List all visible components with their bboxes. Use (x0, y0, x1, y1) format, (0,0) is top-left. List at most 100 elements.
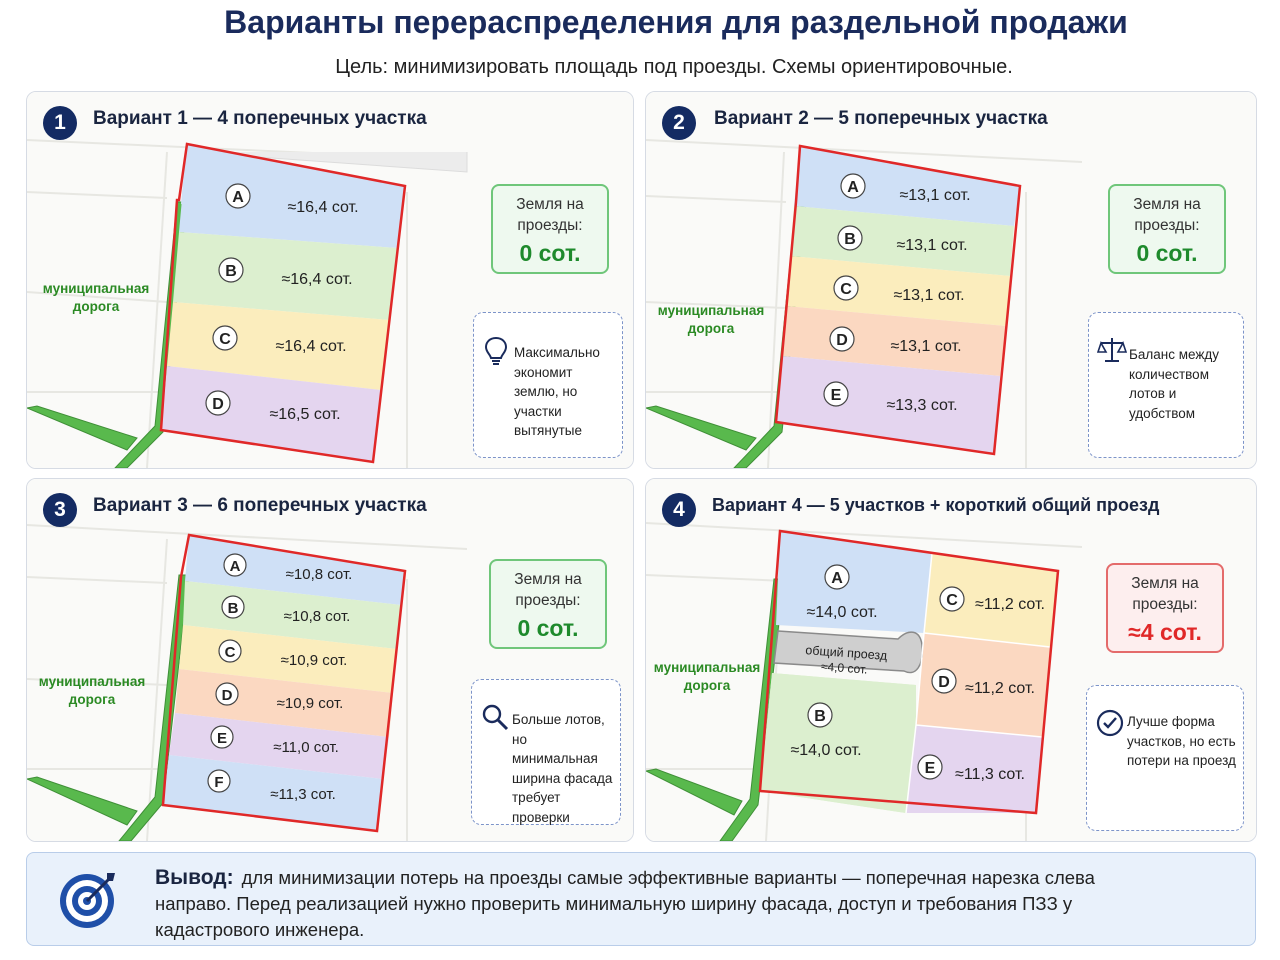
note-text: Лучше форма участков, но есть потери на … (1127, 714, 1236, 768)
page-title: Варианты перераспределения для раздельно… (224, 4, 1128, 40)
magnifier-icon (482, 704, 509, 731)
variant-title: Вариант 4 — 5 участков + короткий общий … (712, 495, 1160, 515)
note-text: Больше лотов, но минимальная ширина фаса… (512, 712, 613, 825)
plot-a-letter: A (831, 570, 843, 587)
plot-f-area: ≈11,3 сот. (270, 786, 336, 803)
plot-a-area: ≈14,0 сот. (806, 604, 877, 621)
plot-c-area: ≈13,1 сот. (893, 287, 964, 304)
road-land-box: Земля на проезды: 0 сот. (1108, 184, 1226, 274)
plot-d-label: D ≈13,1 сот. (829, 326, 962, 355)
plot-e-area: ≈11,3 сот. (955, 766, 1025, 783)
road-land-label: Земля на проезды: (1133, 196, 1201, 234)
plot-c-letter: C (840, 281, 852, 298)
plot-a (794, 146, 1020, 226)
site-boundary (758, 529, 1060, 815)
plot-f-letter: F (214, 774, 223, 791)
plot-b-label: B ≈16,4 сот. (218, 257, 353, 288)
plot-e-area: ≈13,3 сот. (886, 397, 957, 414)
site-boundary (774, 144, 1022, 456)
plot-a-label: A ≈14,0 сот. (806, 564, 878, 621)
plot-b-area: ≈16,4 сот. (281, 271, 352, 288)
plot-e-label: E ≈13,3 сот. (823, 381, 958, 414)
variant-1-map: A ≈16,4 сот. B ≈16,4 сот. C ≈16,4 сот. D… (27, 92, 633, 468)
plot-e-label: E ≈11,0 сот. (210, 725, 339, 756)
variant-number-badge: 2 (662, 106, 696, 140)
lightbulb-icon (484, 336, 508, 365)
road-land-value: ≈4 сот. (1128, 619, 1202, 645)
plot-c-area: ≈11,2 сот. (975, 596, 1045, 613)
plot-c-label: C ≈13,1 сот. (833, 275, 965, 304)
road-land-value: 0 сот. (519, 240, 581, 266)
plot-b-letter: B (814, 708, 826, 725)
variant-title: Вариант 3 — 6 поперечных участка (93, 495, 427, 516)
road-land-box: Земля на проезды: ≈4 сот. (1106, 563, 1224, 653)
variant-number-badge: 4 (662, 493, 696, 527)
plot-c (786, 256, 1010, 326)
plot-a-letter: A (230, 558, 241, 575)
plot-c-letter: C (219, 331, 231, 348)
conclusion-body: для минимизации потерь на проезды самые … (155, 867, 1095, 940)
plot-d-letter: D (836, 332, 848, 349)
plot-c-area: ≈16,4 сот. (275, 338, 346, 355)
shared-driveway: общий проезд ≈4,0 сот. (773, 630, 924, 677)
variant-title: Вариант 2 — 5 поперечных участка (714, 108, 1048, 129)
plot-a (179, 144, 405, 248)
note-box: Максимально экономит землю, но участки в… (473, 312, 623, 458)
plot-d-area: ≈11,2 сот. (965, 680, 1035, 697)
road-label: муниципальная дорога (653, 660, 761, 693)
plot-e-area: ≈11,0 сот. (273, 739, 339, 756)
variant-2-panel: A ≈13,1 сот. B ≈13,1 сот. C ≈13,1 сот. D… (645, 91, 1257, 469)
plot-b-label: B ≈14,0 сот. (790, 702, 862, 759)
road-label: муниципальная дорога (657, 303, 765, 336)
plot-a-area: ≈10,8 сот. (286, 566, 353, 583)
driveway-area: ≈4,0 сот. (821, 659, 869, 676)
plot-d (782, 306, 1006, 376)
plot-c-letter: C (225, 644, 236, 661)
road-land-value: 0 сот. (1136, 240, 1198, 266)
plot-b-label: B ≈10,8 сот. (221, 595, 351, 625)
plot-d-letter: D (938, 674, 950, 691)
plot-b-area: ≈14,0 сот. (790, 742, 861, 759)
plot-d-label: D ≈10,9 сот. (215, 682, 344, 712)
note-box: Лучше форма участков, но есть потери на … (1086, 685, 1244, 831)
plot-a-label: A ≈13,1 сот. (840, 173, 971, 204)
variant-4-panel: общий проезд ≈4,0 сот. A ≈14,0 сот. B ≈1… (645, 478, 1257, 842)
plot-e-letter: E (217, 730, 227, 747)
plot-a-label: A ≈10,8 сот. (223, 553, 353, 583)
plot-b-letter: B (844, 231, 856, 248)
plot-b-letter: B (228, 600, 239, 617)
plot-d-letter: D (222, 687, 233, 704)
road-land-label: Земля на проезды: (514, 571, 582, 609)
plot-c-letter: C (946, 592, 958, 609)
variant-number-badge: 3 (43, 493, 77, 527)
plot-c-area: ≈10,9 сот. (281, 652, 348, 669)
driveway-label: общий проезд (805, 643, 888, 663)
plot-e-letter: E (925, 760, 936, 777)
road-label: муниципальная дорога (42, 281, 150, 314)
plot-a-area: ≈16,4 сот. (287, 199, 358, 216)
plot-a (185, 535, 405, 605)
plot-c (924, 553, 1058, 647)
site-boundary (161, 533, 407, 833)
road-land-label: Земля на проезды: (516, 196, 584, 234)
plot-d-area: ≈10,9 сот. (277, 695, 344, 712)
plot-b-label: B ≈13,1 сот. (837, 225, 968, 254)
variant-title: Вариант 1 — 4 поперечных участка (93, 108, 427, 129)
plot-c (167, 302, 389, 390)
plot-d-area: ≈13,1 сот. (890, 338, 961, 355)
plot-b (173, 232, 397, 320)
variant-3-map: A ≈10,8 сот. B ≈10,8 сот. C ≈10,9 сот. D… (27, 479, 633, 841)
road-land-label: Земля на проезды: (1131, 575, 1199, 613)
note-box: Больше лотов, но минимальная ширина фаса… (471, 679, 621, 825)
plot-b-area: ≈10,8 сот. (284, 608, 351, 625)
note-text: Максимально экономит землю, но участки в… (514, 345, 600, 438)
plot-d-area: ≈16,5 сот. (269, 406, 340, 423)
plot-a (776, 531, 932, 633)
variant-1-panel: A ≈16,4 сот. B ≈16,4 сот. C ≈16,4 сот. D… (26, 91, 634, 469)
variant-number-badge: 1 (43, 106, 77, 140)
site-boundary (159, 142, 407, 464)
plot-e-letter: E (831, 387, 842, 404)
conclusion-text: Вывод:для минимизации потерь на проезды … (155, 865, 1155, 943)
target-icon (60, 873, 115, 928)
variant-4-map: общий проезд ≈4,0 сот. A ≈14,0 сот. B ≈1… (646, 479, 1256, 841)
